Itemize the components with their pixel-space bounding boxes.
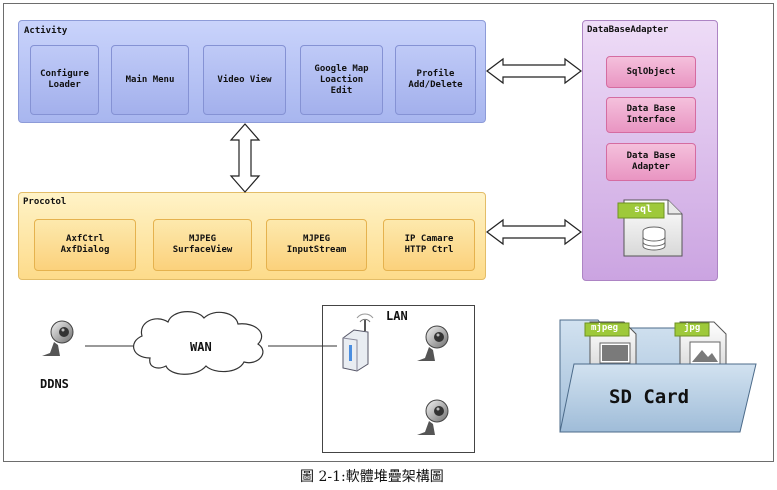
protocol-panel: Procotol AxfCtrl AxfDialog MJPEG Surface… [18,192,486,280]
sql-file-tag: sql [634,204,653,215]
mjpeg-file-tag: mjpeg [591,323,619,333]
sqlobject-box: SqlObject [606,56,696,88]
database-adapter-box: Data Base Adapter [606,143,696,181]
figure-caption: 圖 2-1:軟體堆疊架構圖 [300,469,444,485]
database-adapter-title: DataBaseAdapter [587,25,669,35]
axfctrl-box: AxfCtrl AxfDialog [34,219,136,271]
lan-camera-icon-1 [417,325,449,361]
wan-label: WAN [190,340,212,354]
sd-card-folder-icon [559,319,757,433]
wan-cloud-icon [133,311,264,375]
activity-db-arrow [486,57,582,85]
wifi-router-icon [342,313,374,372]
mjpeg-inputstream-box: MJPEG InputStream [266,219,367,271]
video-view-box: Video View [203,45,286,115]
lan-box: LAN [322,305,475,453]
mjpeg-surfaceview-box: MJPEG SurfaceView [153,219,252,271]
jpg-file-tag: jpg [684,323,701,333]
mjpeg-file-icon [584,321,637,373]
ddns-camera-icon [42,320,74,356]
sd-card-label: SD Card [609,386,690,408]
activity-protocol-arrow [229,123,261,193]
ddns-label: DDNS [40,377,69,391]
lan-label: LAN [386,309,408,323]
google-map-location-edit-box: Google Map Loaction Edit [300,45,383,115]
activity-title: Activity [24,26,68,36]
ip-camera-http-ctrl-box: IP Camare HTTP Ctrl [383,219,475,271]
configure-loader-box: Configure Loader [30,45,99,115]
activity-panel: Activity Configure Loader Main Menu Vide… [18,20,486,123]
database-interface-box: Data Base Interface [606,97,696,133]
sql-file-icon [617,199,683,257]
protocol-db-arrow [486,218,582,246]
profile-add-delete-box: Profile Add/Delete [395,45,476,115]
protocol-title: Procotol [23,197,67,207]
main-menu-box: Main Menu [111,45,189,115]
lan-camera-icon-2 [417,399,449,435]
